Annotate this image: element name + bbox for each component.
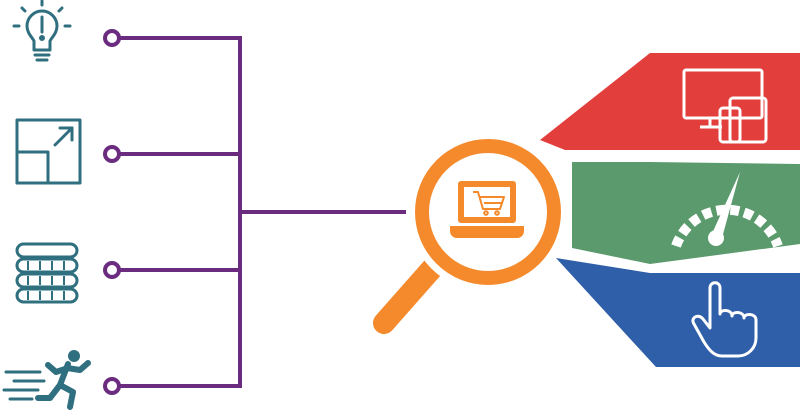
multi-device-icon bbox=[682, 68, 768, 144]
speedometer-icon bbox=[671, 172, 783, 248]
connector-lines bbox=[118, 36, 406, 388]
shopping-cart-icon bbox=[473, 191, 505, 216]
panel-red bbox=[540, 53, 800, 150]
resize-expand-icon bbox=[15, 118, 82, 185]
connector-node bbox=[103, 29, 121, 47]
panel-green bbox=[572, 162, 800, 264]
panel-blue bbox=[556, 258, 800, 367]
gauge-needle bbox=[710, 172, 740, 238]
connector-node bbox=[103, 377, 121, 395]
gauge-hub bbox=[708, 230, 724, 246]
magnifier-laptop-shopping-cart-icon bbox=[373, 132, 568, 334]
connector-nodes bbox=[103, 29, 121, 395]
running-person-icon bbox=[2, 350, 91, 410]
gauge-ticks bbox=[671, 204, 783, 248]
hand-shape bbox=[691, 281, 758, 358]
laptop-base bbox=[450, 226, 524, 238]
connector-node bbox=[103, 261, 121, 279]
lightbulb-idea-icon bbox=[12, 0, 72, 62]
connector-node bbox=[103, 145, 121, 163]
pointing-hand-icon bbox=[691, 281, 758, 358]
coin-stack-icon bbox=[15, 242, 79, 304]
